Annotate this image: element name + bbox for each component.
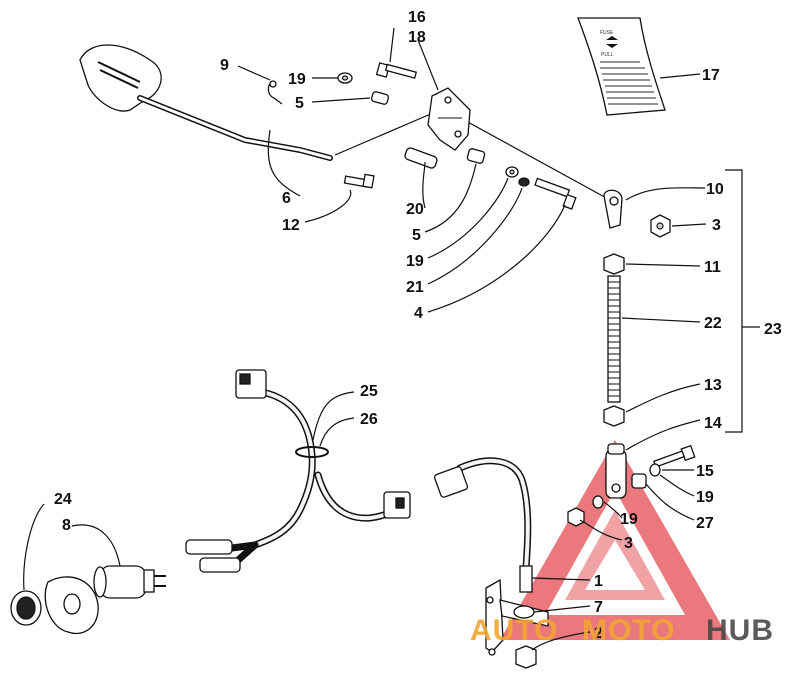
callout-8: 8 [62,517,71,534]
rod-end-14 [605,443,627,499]
bushing-27 [631,473,647,489]
callout-23: 23 [764,321,782,338]
bolt-15 [653,444,696,468]
watermark [500,440,730,640]
washer-19-upper [337,72,353,84]
callout-21: 21 [406,279,424,296]
callout-19-upper: 19 [288,71,306,88]
bolt-4 [534,177,577,210]
shift-lever-assembly [79,44,611,201]
callout-18: 18 [408,29,426,46]
callout-19-lower: 19 [620,511,638,528]
callout-14: 14 [704,415,722,432]
callout-22: 22 [704,315,722,332]
callout-17: 17 [702,67,720,84]
cotter-pin [267,80,283,105]
callout-27: 27 [696,515,714,532]
decal-heading: FUSE [600,30,614,36]
callout-4: 4 [414,305,423,322]
assembly-bracket-23 [725,169,743,433]
terminal-upper [185,539,233,555]
fuse-decal: FUSE PULL [577,17,666,116]
bolt-12 [343,173,375,189]
decal-sub: PULL [601,52,614,58]
callout-3-lower: 3 [624,535,633,552]
pivot-bracket [427,87,471,151]
callout-13: 13 [704,377,722,394]
threaded-rod-22 [607,275,621,403]
callout-10: 10 [706,181,724,198]
watermark-moto: MOTO [582,614,675,647]
washer-19-right [649,463,661,477]
wiring-harness [185,369,411,573]
bushing-5-lower [466,148,486,164]
callout-3-upper: 3 [712,217,721,234]
callout-1: 1 [594,573,603,590]
rod-end-10 [603,189,623,229]
callout-12: 12 [282,217,300,234]
link-line-b [454,114,611,201]
nut-13 [603,405,625,427]
nut-11 [603,253,625,275]
callout-15: 15 [696,463,714,480]
lever-grip-texture [97,61,141,89]
callout-6: 6 [282,190,291,207]
callout-9: 9 [220,57,229,74]
callout-19-right: 19 [696,489,714,506]
lever-grip [79,44,162,112]
switch-body-8 [99,565,147,599]
watermark-triangle-inner [565,510,665,600]
cable-tie [295,446,329,458]
washer-19-lower [592,495,604,509]
nut-2 [515,645,537,669]
watermark-text: AUTO MOTO HUB [470,614,774,647]
lock-washer-21 [518,177,530,187]
callout-2: 2 [594,625,603,642]
watermark-triangle [500,440,730,640]
washer-19-mid [505,166,519,178]
leader-lines [23,27,707,651]
sleeve-20 [404,147,438,169]
callout-26: 26 [360,411,378,428]
callout-5-lower: 5 [412,227,421,244]
switch-assembly [10,565,166,635]
callout-16: 16 [408,9,426,26]
watermark-hub: HUB [706,614,774,647]
shift-cable [433,457,533,593]
callout-20: 20 [406,201,424,218]
callout-24: 24 [54,491,72,508]
nut-3-lower [567,507,585,527]
bushing-5-upper [371,91,389,105]
callout-25: 25 [360,383,378,400]
callout-7: 7 [594,599,603,616]
terminal-lower [199,557,241,573]
callout-labels: 16 18 9 19 5 17 6 12 20 5 19 21 4 10 3 1… [54,9,782,642]
callout-5-upper: 5 [295,95,304,112]
cable-bracket-7 [485,578,549,656]
callout-11: 11 [704,259,721,276]
callout-19-mid: 19 [406,253,424,270]
nut-3-upper [650,214,671,238]
bolt-16 [375,62,418,79]
link-line-a [334,109,441,156]
lever-rod-inner [138,96,332,160]
watermark-auto: AUTO [470,614,558,647]
